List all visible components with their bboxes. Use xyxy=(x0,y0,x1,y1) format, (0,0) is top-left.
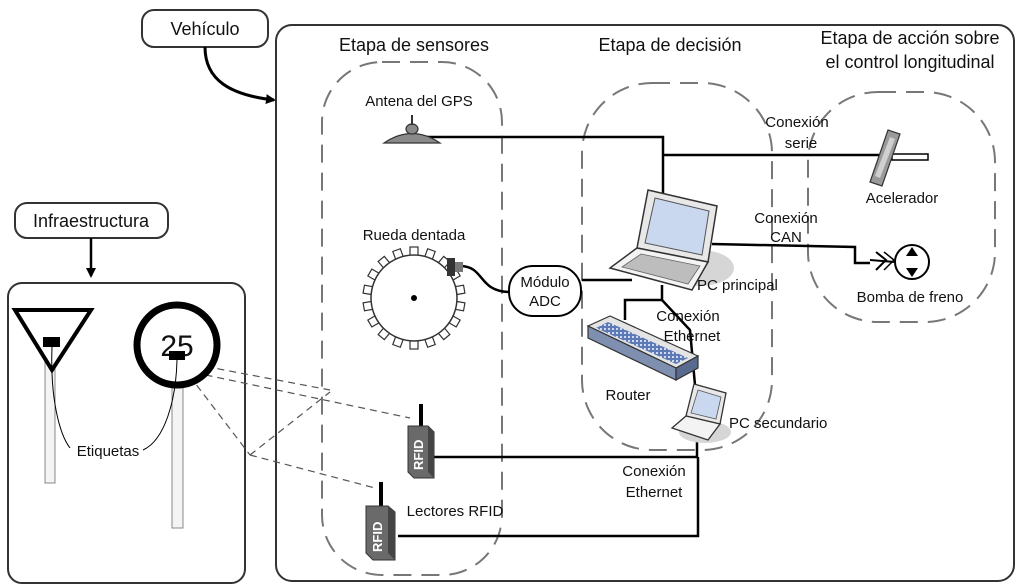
adc-module-label-line2: ADC xyxy=(529,293,561,310)
accelerator-label: Acelerador xyxy=(866,190,939,207)
ethernet-connection-1-label-line2: Ethernet xyxy=(664,328,722,345)
adc-module-label-line1: Módulo xyxy=(520,274,569,291)
toothed-wheel-icon xyxy=(362,246,466,350)
main-pc-laptop-icon xyxy=(608,189,734,291)
adc-module: Módulo ADC xyxy=(508,265,582,317)
brake-pump-label: Bomba de freno xyxy=(857,289,964,306)
toothed-wheel-label: Rueda dentada xyxy=(363,227,466,244)
serial-connection-label-line1: Conexión xyxy=(765,114,828,131)
router-label: Router xyxy=(605,387,650,404)
vehicle-tag: Vehículo xyxy=(141,9,269,48)
can-connection-label-line2: CAN xyxy=(770,229,802,246)
tag-leader-lines xyxy=(51,346,178,451)
brake-pump-icon xyxy=(869,244,930,280)
secondary-pc-laptop-icon xyxy=(670,383,731,443)
yield-sign-icon xyxy=(11,308,95,484)
rfid-readers-label: Lectores RFID xyxy=(407,503,504,520)
infrastructure-tag: Infraestructura xyxy=(14,202,169,239)
infrastructure-container xyxy=(7,282,246,584)
action-stage-title-line1: Etapa de acción sobre xyxy=(820,28,999,48)
ethernet-connection-2-label-line1: Conexión xyxy=(622,463,685,480)
rfid-reader-upper-text: RFID xyxy=(411,440,426,470)
secondary-pc-label: PC secundario xyxy=(729,415,827,432)
gps-antenna-label: Antena del GPS xyxy=(365,93,473,110)
rfid-reader-lower-icon: RFID xyxy=(365,482,396,561)
infrastructure-label: Infraestructura xyxy=(33,211,150,231)
decision-stage-region xyxy=(581,82,773,451)
rfid-reader-lower-text: RFID xyxy=(370,522,385,552)
tags-label: Etiquetas xyxy=(77,443,140,460)
vehicle-container xyxy=(275,24,1015,582)
sensor-stage-title: Etapa de sensores xyxy=(339,35,489,55)
rfid-reader-upper-icon: RFID xyxy=(407,404,435,479)
action-stage-title-line2: el control longitudinal xyxy=(825,52,994,72)
can-connection-label-line1: Conexión xyxy=(754,210,817,227)
action-stage-region xyxy=(807,91,996,323)
router-icon xyxy=(586,315,700,382)
rfid-signal-lines xyxy=(181,361,411,489)
ethernet-connection-1-label-line1: Conexión xyxy=(656,308,719,325)
vehicle-arrow xyxy=(203,46,276,105)
ethernet-connection-2-label-line2: Ethernet xyxy=(626,484,684,501)
accelerator-icon xyxy=(869,129,929,187)
gps-antenna-icon xyxy=(382,115,442,144)
decision-stage-title: Etapa de decisión xyxy=(598,35,741,55)
speed-limit-sign-icon: 25 xyxy=(133,301,221,529)
vehicle-label: Vehículo xyxy=(170,19,239,39)
serial-connection-label-line2: serie xyxy=(785,135,818,152)
main-pc-label: PC principal xyxy=(697,277,778,294)
sensor-stage-region xyxy=(321,61,503,576)
